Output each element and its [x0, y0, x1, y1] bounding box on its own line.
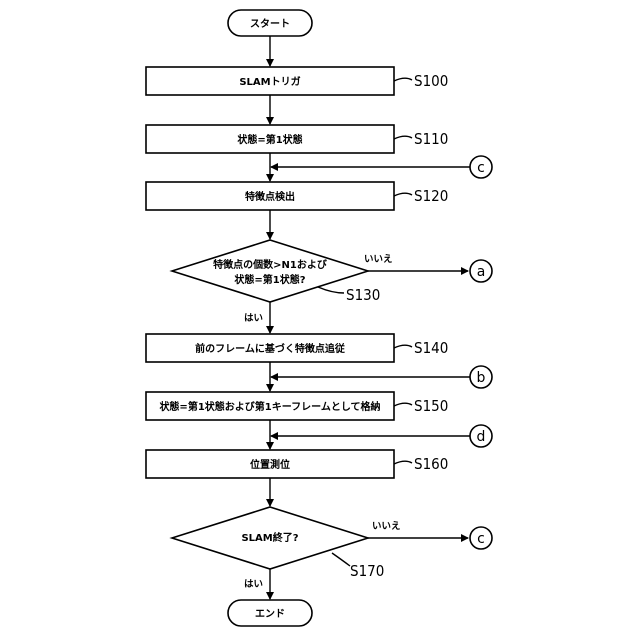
process-s100: SLAMトリガ [146, 67, 394, 95]
s150-label: 状態=第1状態および第1キーフレームとして格納 [159, 400, 380, 413]
step-s130: S130 [346, 286, 380, 304]
connector-d-in-label: d [477, 429, 486, 445]
leader-s100 [394, 78, 412, 81]
start-terminator: スタート [228, 10, 312, 36]
step-s150: S150 [414, 397, 448, 415]
s130-no-label: いいえ [364, 254, 393, 265]
leader-s110 [394, 136, 412, 139]
process-s160: 位置測位 [146, 450, 394, 478]
leader-s130 [318, 287, 344, 293]
connector-c-in-label: c [477, 160, 485, 176]
process-s120: 特徴点検出 [146, 182, 394, 210]
s130-label-line2: 状態=第1状態? [234, 273, 305, 286]
s170-yes-label: はい [244, 579, 263, 590]
step-s100: S100 [414, 72, 448, 90]
step-s120: S120 [414, 187, 448, 205]
process-s150: 状態=第1状態および第1キーフレームとして格納 [146, 392, 394, 420]
connector-b-in-label: b [477, 370, 486, 386]
decision-s170: SLAM終了? [172, 507, 368, 569]
connector-c-out-label: c [477, 531, 485, 547]
process-s140: 前のフレームに基づく特徴点追従 [146, 334, 394, 362]
step-s110: S110 [414, 130, 448, 148]
s130-yes-label: はい [244, 313, 263, 324]
end-terminator: エンド [228, 600, 312, 626]
leader-s150 [394, 403, 412, 406]
step-s140: S140 [414, 339, 448, 357]
step-s170: S170 [350, 562, 384, 580]
start-label: スタート [250, 18, 290, 30]
s110-label: 状態=第1状態 [237, 133, 302, 146]
leader-s120 [394, 193, 412, 196]
leader-s160 [394, 461, 412, 464]
process-s110: 状態=第1状態 [146, 125, 394, 153]
step-s160: S160 [414, 455, 448, 473]
s100-label: SLAMトリガ [239, 75, 300, 88]
s120-label: 特徴点検出 [245, 190, 295, 203]
s140-label: 前のフレームに基づく特徴点追従 [195, 342, 346, 355]
leader-s140 [394, 345, 412, 348]
s130-label-line1: 特徴点の個数>N1および [213, 258, 327, 271]
leader-s170 [332, 553, 350, 566]
connector-a-out-label: a [477, 264, 486, 280]
s170-label: SLAM終了? [241, 531, 298, 544]
end-label: エンド [255, 608, 285, 620]
s160-label: 位置測位 [250, 458, 290, 471]
s170-no-label: いいえ [372, 521, 401, 532]
